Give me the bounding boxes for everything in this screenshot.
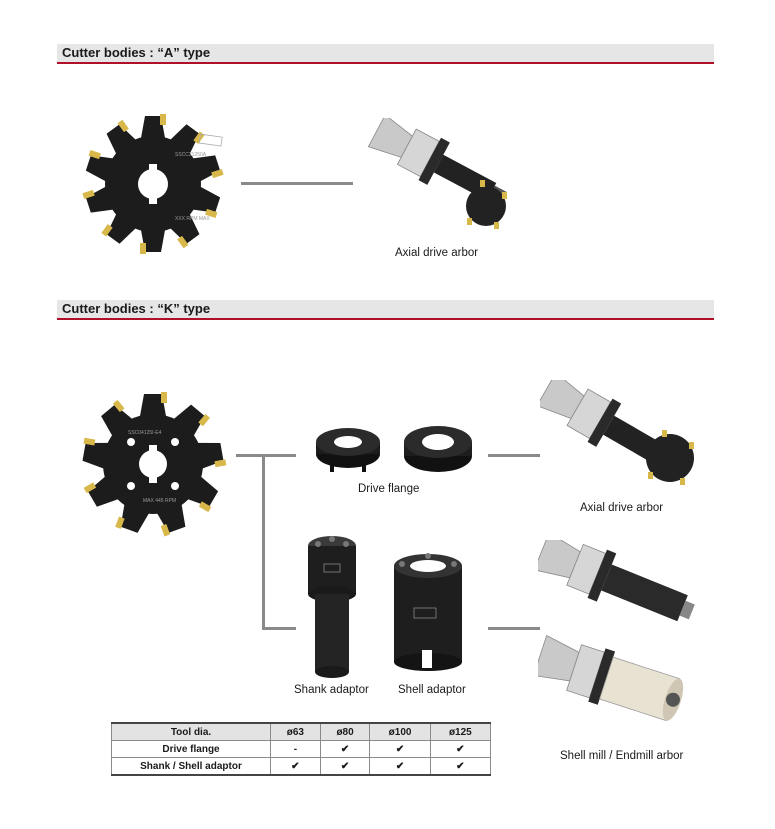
- table-row: Drive flange - ✔ ✔ ✔: [111, 740, 492, 758]
- shell-adaptor-image: [394, 553, 462, 671]
- shank-adaptor-caption: Shank adaptor: [294, 684, 369, 696]
- a-axial-drive-arbor-caption: Axial drive arbor: [395, 247, 479, 259]
- table-header-row: Tool dia. ø63 ø80 ø100 ø125: [111, 722, 492, 741]
- a-cutter-engraving-1: SSCC21250A: [175, 152, 207, 158]
- drive-flange-caption: Drive flange: [358, 483, 420, 495]
- k-type-cutter-body-image: SSC04125I-E4 MAX 445 RPM: [82, 392, 227, 537]
- table-row-label: Shank / Shell adaptor: [111, 757, 271, 776]
- table-cell: ✔: [369, 757, 431, 776]
- table-cell: ✔: [429, 757, 492, 776]
- section-header-k-type: Cutter bodies : “K” type: [57, 300, 714, 320]
- connector-line: [241, 182, 353, 185]
- table-cell: ✔: [270, 757, 321, 776]
- k-cutter-engraving-2: MAX 445 RPM: [143, 498, 176, 504]
- section-title-a-type: Cutter bodies : “A” type: [62, 45, 211, 60]
- k-axial-drive-arbor-caption: Axial drive arbor: [580, 502, 664, 514]
- k-type-axial-drive-arbor-image: [540, 380, 694, 485]
- table-header-cell: ø80: [319, 722, 371, 741]
- table-cell: ✔: [319, 740, 371, 758]
- table-header-cell: ø125: [429, 722, 492, 741]
- k-cutter-engraving-1: SSC04125I-E4: [128, 430, 162, 436]
- table-row-label: Drive flange: [111, 740, 271, 758]
- table-cell: -: [270, 740, 321, 758]
- drive-flange-image: [316, 426, 472, 472]
- a-cutter-engraving-2: XXX RPM MAX: [175, 216, 210, 222]
- shell-mill-endmill-arbor-image: [538, 540, 695, 722]
- a-type-axial-drive-arbor-image: [368, 118, 508, 229]
- table-cell: ✔: [429, 740, 492, 758]
- section-title-k-type: Cutter bodies : “K” type: [62, 301, 211, 316]
- shank-adaptor-image: [308, 536, 356, 678]
- shell-adaptor-caption: Shell adaptor: [398, 684, 466, 696]
- table-header-cell: ø100: [369, 722, 431, 741]
- section-header-a-type: Cutter bodies : “A” type: [57, 44, 714, 64]
- tool-dia-compatibility-table: Tool dia. ø63 ø80 ø100 ø125 Drive flange…: [111, 722, 492, 776]
- table-cell: ✔: [369, 740, 431, 758]
- connector-line: [262, 454, 265, 630]
- table-header-cell: Tool dia.: [111, 722, 271, 741]
- shell-mill-endmill-arbor-caption: Shell mill / Endmill arbor: [560, 750, 684, 762]
- table-header-cell: ø63: [270, 722, 321, 741]
- table-row: Shank / Shell adaptor ✔ ✔ ✔ ✔: [111, 757, 492, 776]
- connector-line: [488, 454, 540, 457]
- a-type-cutter-body-image: SSCC21250A XXX RPM MAX: [82, 114, 224, 254]
- connector-line: [488, 627, 540, 630]
- connector-line: [236, 454, 296, 457]
- table-cell: ✔: [319, 757, 371, 776]
- connector-line: [262, 627, 296, 630]
